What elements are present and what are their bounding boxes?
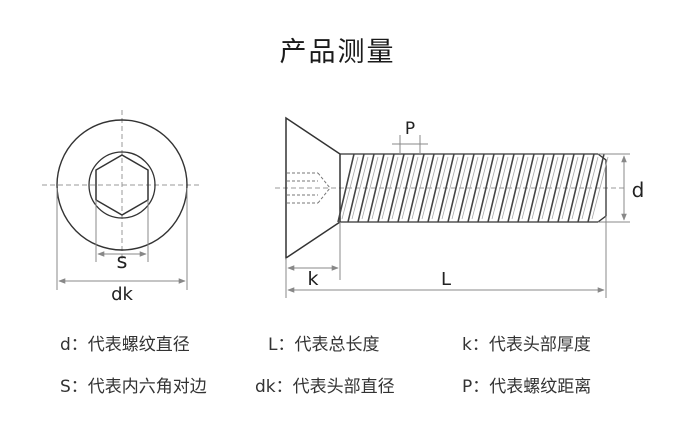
thread-root (441, 156, 459, 220)
thread-crest (577, 153, 595, 223)
thread-root (501, 156, 519, 220)
thread-crest (487, 153, 505, 223)
thread-root (341, 156, 359, 220)
thread-root (381, 156, 399, 220)
thread-crest (567, 153, 585, 223)
thread-shading (341, 156, 609, 220)
top-view: s dk (42, 110, 200, 305)
side-view: P d k L (275, 116, 645, 298)
label-d: d (632, 178, 645, 202)
thread-crest (467, 153, 485, 223)
shank-tip (597, 153, 607, 223)
threads (337, 153, 605, 223)
thread-crest (547, 153, 565, 223)
head-inner-circle (88, 151, 156, 219)
thread-root (481, 156, 499, 220)
legend-L: L：代表总长度 (268, 335, 380, 355)
label-p: P (405, 119, 415, 139)
thread-crest (367, 153, 385, 223)
head-outer-circle (56, 119, 188, 251)
label-L: L (441, 269, 451, 290)
thread-root (511, 156, 529, 220)
thread-root (471, 156, 489, 220)
thread-root (411, 156, 429, 220)
thread-crest (557, 153, 575, 223)
thread-root (361, 156, 379, 220)
thread-crest (437, 153, 455, 223)
thread-root (371, 156, 389, 220)
thread-root (431, 156, 449, 220)
thread-root (581, 156, 599, 220)
legend-k: k：代表头部厚度 (462, 335, 591, 355)
legend-S: S：代表内六角对边 (60, 377, 207, 397)
thread-crest (507, 153, 525, 223)
legend-d: d：代表螺纹直径 (60, 335, 190, 355)
thread-crest (337, 153, 355, 223)
thread-crest (357, 153, 375, 223)
hex-socket (95, 154, 149, 216)
thread-root (351, 156, 369, 220)
thread-crest (477, 153, 495, 223)
thread-root (391, 156, 409, 220)
legend-P: P：代表螺纹距离 (462, 377, 592, 397)
thread-crest (497, 153, 515, 223)
thread-root (521, 156, 539, 220)
thread-crest (447, 153, 465, 223)
thread-crest (387, 153, 405, 223)
thread-crest (537, 153, 555, 223)
socket-hidden-lines (287, 172, 331, 204)
thread-root (541, 156, 559, 220)
thread-crest (407, 153, 425, 223)
legend-dk: dk：代表头部直径 (255, 377, 395, 397)
thread-crest (457, 153, 475, 223)
label-k: k (307, 268, 318, 290)
thread-crest (527, 153, 545, 223)
thread-root (591, 156, 609, 220)
thread-root (491, 156, 509, 220)
thread-root (401, 156, 419, 220)
thread-crest (397, 153, 415, 223)
thread-crest (517, 153, 535, 223)
thread-root (451, 156, 469, 220)
label-s: s (117, 249, 128, 273)
thread-root (561, 156, 579, 220)
thread-crest (587, 153, 605, 223)
thread-crest (417, 153, 435, 223)
thread-root (551, 156, 569, 220)
thread-crest (377, 153, 395, 223)
thread-root (571, 156, 589, 220)
thread-crest (427, 153, 445, 223)
thread-root (461, 156, 479, 220)
thread-root (421, 156, 439, 220)
thread-root (531, 156, 549, 220)
page-title: 产品测量 (279, 37, 396, 68)
thread-crest (347, 153, 365, 223)
label-dk: dk (111, 284, 133, 305)
